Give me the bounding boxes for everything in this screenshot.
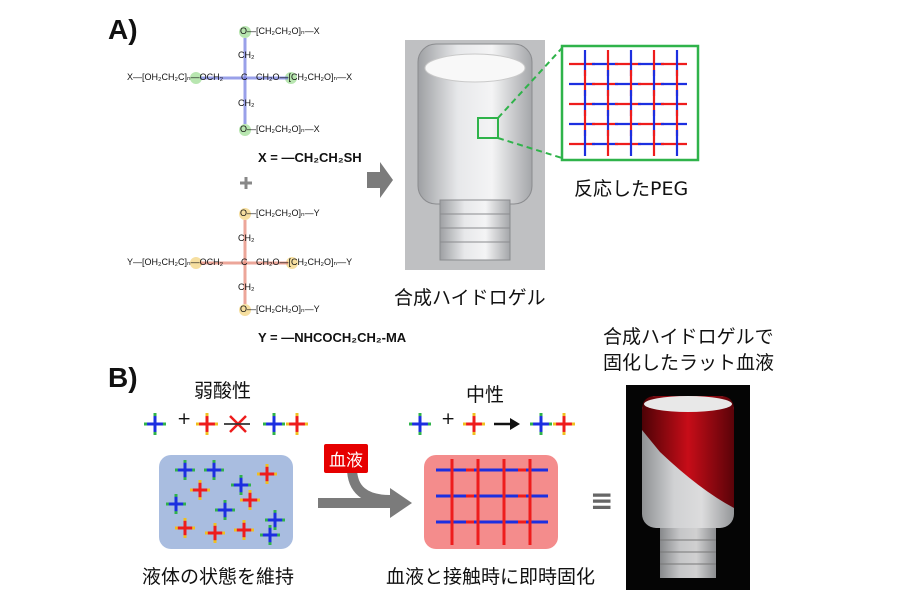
section-b-label: B)	[108, 362, 138, 393]
thiol-peg-icon	[530, 413, 552, 435]
chem-top-left-arm: X—[OH₂CH₂C]ₙ—OCH₂	[127, 72, 224, 82]
highlight-o-bottom-y	[239, 304, 251, 316]
thiol-peg-icon	[265, 510, 285, 530]
blood-gel-caption-line1: 合成ハイドロゲルで	[603, 326, 774, 348]
thiol-peg-icon	[409, 413, 431, 435]
ma-peg-icon	[234, 520, 254, 540]
ma-peg-icon	[463, 413, 485, 435]
highlight-o-left	[190, 72, 202, 84]
ma-peg-icon	[240, 490, 260, 510]
arrow-to-vial-icon	[367, 162, 393, 198]
thiol-peg-icon	[166, 494, 186, 514]
neutral-label: 中性	[466, 384, 505, 406]
thiol-peg-icon	[231, 475, 251, 495]
blood-contact-arrow-icon	[318, 467, 412, 518]
maintains-liquid-caption: 液体の状態を維持	[142, 566, 295, 588]
chem-top-arm-top: O—[CH₂CH₂O]ₙ—X	[240, 26, 320, 36]
chem-top-right-arm: CH₂O—[CH₂CH₂O]ₙ—X	[256, 72, 353, 82]
weak-acid-label: 弱酸性	[194, 380, 252, 402]
chem-top-center: C	[241, 72, 248, 82]
instant-solidify-caption: 血液と接触時に即時固化	[386, 566, 596, 588]
highlight-o-right-y	[286, 257, 298, 269]
ma-peg-icon	[286, 413, 308, 435]
chem-bottom-right-arm: CH₂O—[CH₂CH₂O]ₙ—Y	[256, 257, 353, 267]
reacted-peg-network	[560, 44, 700, 162]
y-definition: Y = —NHCOCH₂CH₂-MA	[258, 330, 407, 345]
thiol-peg-icon	[204, 460, 224, 480]
plus-neutral-row: +	[441, 409, 456, 429]
ma-peg-icon	[175, 518, 195, 538]
blood-gel-vial	[626, 385, 750, 590]
chem-bottom-arm-top: O—[CH₂CH₂O]ₙ—Y	[240, 208, 320, 218]
chem-bottom-arm-bottom: O—[CH₂CH₂O]ₙ—Y	[240, 304, 320, 314]
ma-peg-icon	[257, 464, 277, 484]
chem-top-ch2-bottom: CH₂	[238, 98, 255, 108]
molecule-thiol-peg	[190, 26, 297, 136]
solid-gel-box	[424, 455, 558, 549]
hydrogel-vial	[405, 40, 545, 270]
blood-badge: 血液	[324, 444, 368, 473]
thiol-peg-icon	[263, 413, 285, 435]
highlight-o-right	[285, 72, 297, 84]
synthetic-hydrogel-caption: 合成ハイドロゲル	[394, 287, 546, 309]
ma-peg-icon	[205, 523, 225, 543]
blood-gel-caption-line2: 固化したラット血液	[603, 352, 775, 374]
chem-bottom-left-arm: Y—[OH₂CH₂C]ₙ—OCH₂	[127, 257, 224, 267]
thiol-peg-icon	[175, 460, 195, 480]
chem-bottom-ch2-top: CH₂	[238, 233, 255, 243]
zoom-source-box	[477, 117, 499, 139]
plus-acid-row: +	[177, 409, 192, 429]
reaction-arrow-icon	[510, 418, 520, 430]
thiol-peg-icon	[215, 500, 235, 520]
chem-bottom-center: C	[241, 257, 248, 267]
chem-top-arm-bottom: O—[CH₂CH₂O]ₙ—X	[240, 124, 320, 134]
thiol-peg-icon	[260, 525, 280, 545]
ma-peg-icon	[196, 413, 218, 435]
plus-sign	[240, 177, 252, 189]
x-definition: X = —CH₂CH₂SH	[258, 150, 362, 165]
highlight-o-left-y	[190, 257, 202, 269]
thiol-peg-icon	[144, 413, 166, 435]
highlight-o-top-y	[239, 208, 251, 220]
reacted-peg-caption: 反応したPEG	[574, 178, 689, 200]
section-a-label: A)	[108, 14, 138, 45]
ma-peg-icon	[553, 413, 575, 435]
chem-bottom-ch2-bottom: CH₂	[238, 282, 255, 292]
ma-peg-icon	[190, 480, 210, 500]
highlight-o-bottom	[239, 124, 251, 136]
chem-top-ch2-top: CH₂	[238, 50, 255, 60]
molecule-ma-peg	[190, 208, 298, 316]
equivalence-icon: ≡	[590, 484, 614, 517]
highlight-o-top	[239, 26, 251, 38]
